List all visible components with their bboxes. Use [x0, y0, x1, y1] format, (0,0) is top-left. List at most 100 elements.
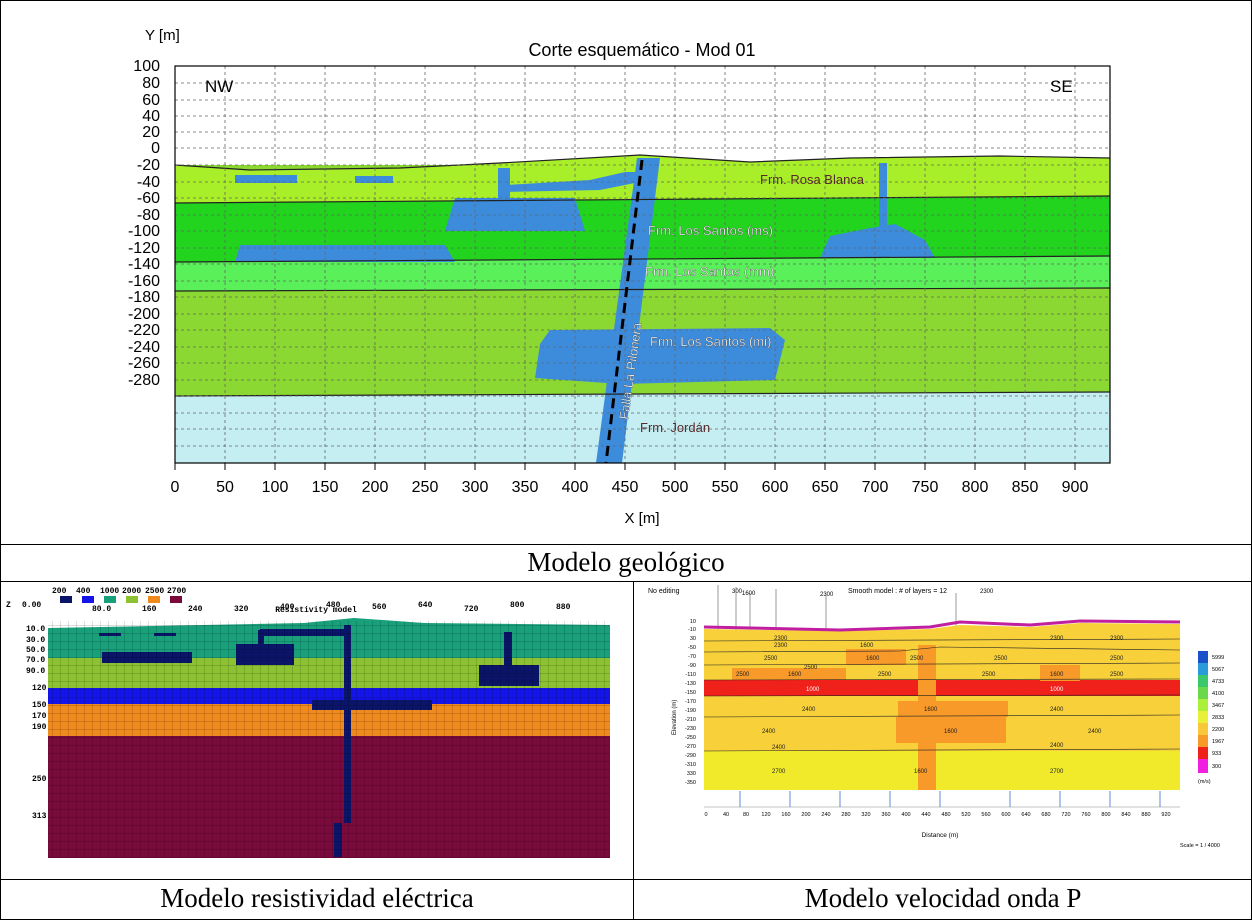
res-depth-tick: 190 [32, 723, 47, 732]
vel-scale: Scale = 1 / 4000 [1180, 843, 1220, 849]
x-tick: 150 [312, 479, 339, 496]
vel-legend-label: 300 [1212, 764, 1221, 770]
vel-value: 2300 [1050, 636, 1064, 642]
y-tick: -200 [128, 306, 160, 323]
vel-x-tick: 320 [861, 812, 870, 818]
vel-x-tick: 0 [704, 812, 707, 818]
vel-value: 2500 [804, 665, 818, 671]
vel-value: 2500 [764, 656, 778, 662]
legend-swatch [170, 596, 182, 603]
res-z-label: Z [6, 601, 11, 610]
res-x-tick: 240 [188, 605, 203, 614]
vel-value: 2500 [994, 656, 1008, 662]
vel-x-tick: 80 [743, 812, 749, 818]
vel-x-tick: 240 [821, 812, 830, 818]
label-los-santos-ms: Frm. Los Santos (ms) [648, 223, 773, 238]
vel-x-tick: 840 [1121, 812, 1130, 818]
res-legend: 200 400 1000 2000 2500 2700 [52, 587, 186, 603]
vel-x-tick: 800 [1101, 812, 1110, 818]
vel-legend-label: 933 [1212, 751, 1221, 757]
legend-label: 2700 [167, 587, 186, 596]
top-label: 300 [732, 589, 743, 595]
y-tick-labels: 100 80 60 40 20 0 -20 -40 -60 -80 -100 -… [128, 58, 160, 389]
x-tick: 200 [362, 479, 389, 496]
vel-value: 1600 [914, 769, 928, 775]
res-depth-ticks: 10.0 30.0 50.0 70.0 90.0 120 150 170 190… [26, 625, 47, 821]
vel-x-tick: 640 [1021, 812, 1030, 818]
vel-x-tick: 680 [1041, 812, 1050, 818]
legend-swatch [60, 596, 72, 603]
vel-x-tick: 560 [981, 812, 990, 818]
x-tick: 600 [762, 479, 789, 496]
vel-y-tick: -150 [685, 690, 696, 696]
y-tick: 80 [142, 75, 160, 92]
y-tick: -180 [128, 289, 160, 306]
vel-legend-label: 5067 [1212, 667, 1224, 673]
vel-y-tick: -70 [688, 654, 696, 660]
vel-y-tick: -290 [685, 753, 696, 759]
vel-y-tick: -210 [685, 717, 696, 723]
res-x-ticks: 0.00 80.0 160 240 320 400 480 560 640 72… [22, 601, 571, 614]
legend-swatch [126, 596, 138, 603]
res-x-tick: 80.0 [92, 605, 111, 614]
vel-y-tick: -170 [685, 699, 696, 705]
res-depth-tick: 70.0 [26, 656, 45, 665]
legend-swatch [148, 596, 160, 603]
x-tick: 900 [1062, 479, 1089, 496]
res-x-tick: 0.00 [22, 601, 41, 610]
axis-ticks [174, 463, 1076, 470]
legend-label: 200 [52, 587, 67, 596]
vel-x-tick: 880 [1141, 812, 1150, 818]
vel-value: 2500 [982, 672, 996, 678]
vel-y-tick: 330 [687, 771, 696, 777]
vel-value: 2300 [1110, 636, 1124, 642]
legend-label: 400 [76, 587, 91, 596]
vel-value: 2400 [802, 707, 816, 713]
vel-x-tick: 920 [1161, 812, 1170, 818]
res-depth-tick: 50.0 [26, 646, 45, 655]
vel-legend-label: 2833 [1212, 715, 1224, 721]
resistivity-model: 200 400 1000 2000 2500 2700 Resistivity … [6, 587, 610, 858]
y-tick: -280 [128, 372, 160, 389]
vel-value: 1600 [944, 729, 958, 735]
vel-value: 2400 [1088, 729, 1102, 735]
vel-y-ticks: 10 -10 30 -50 -70 -90 -110 -130 -150 -17… [685, 619, 696, 786]
vel-x-tick: 720 [1061, 812, 1070, 818]
y-tick: -160 [128, 273, 160, 290]
x-tick: 450 [612, 479, 639, 496]
vel-value: 1600 [1050, 672, 1064, 678]
top-labels: 300 1600 2300 2300 [732, 589, 994, 598]
legend-label: 2500 [145, 587, 164, 596]
vel-value: 2300 [774, 636, 788, 642]
vel-value: 2300 [774, 643, 788, 649]
se-label: SE [1050, 77, 1073, 96]
y-tick: 40 [142, 108, 160, 125]
vel-y-tick: -310 [685, 762, 696, 768]
legend-label: 2000 [122, 587, 141, 596]
vel-value: 1000 [1050, 687, 1064, 693]
res-x-tick: 160 [142, 605, 157, 614]
vel-x-tick: 40 [723, 812, 729, 818]
legend-swatch [104, 596, 116, 603]
x-tick-labels: 0 50 100 150 200 250 300 350 400 450 500… [171, 479, 1089, 496]
res-x-tick: 320 [234, 605, 249, 614]
res-x-tick: 480 [326, 601, 341, 610]
vel-value: 2400 [1050, 743, 1064, 749]
y-tick: -240 [128, 339, 160, 356]
res-x-tick: 800 [510, 601, 525, 610]
x-tick: 0 [171, 479, 180, 496]
vel-y-tick: -10 [688, 627, 696, 633]
vel-x-tick: 360 [881, 812, 890, 818]
vel-layers [703, 619, 1181, 790]
vel-y-tick: 30 [690, 636, 696, 642]
x-tick: 700 [862, 479, 889, 496]
vel-y-tick: -50 [688, 645, 696, 651]
top-label: 2300 [980, 589, 994, 595]
res-title: Resistivity model [275, 606, 357, 615]
res-x-tick: 880 [556, 603, 571, 612]
vel-value: 2400 [1050, 707, 1064, 713]
vel-y-tick: -130 [685, 681, 696, 687]
y-tick: 60 [142, 92, 160, 109]
vel-value: 2500 [910, 656, 924, 662]
vel-x-tick: 520 [961, 812, 970, 818]
